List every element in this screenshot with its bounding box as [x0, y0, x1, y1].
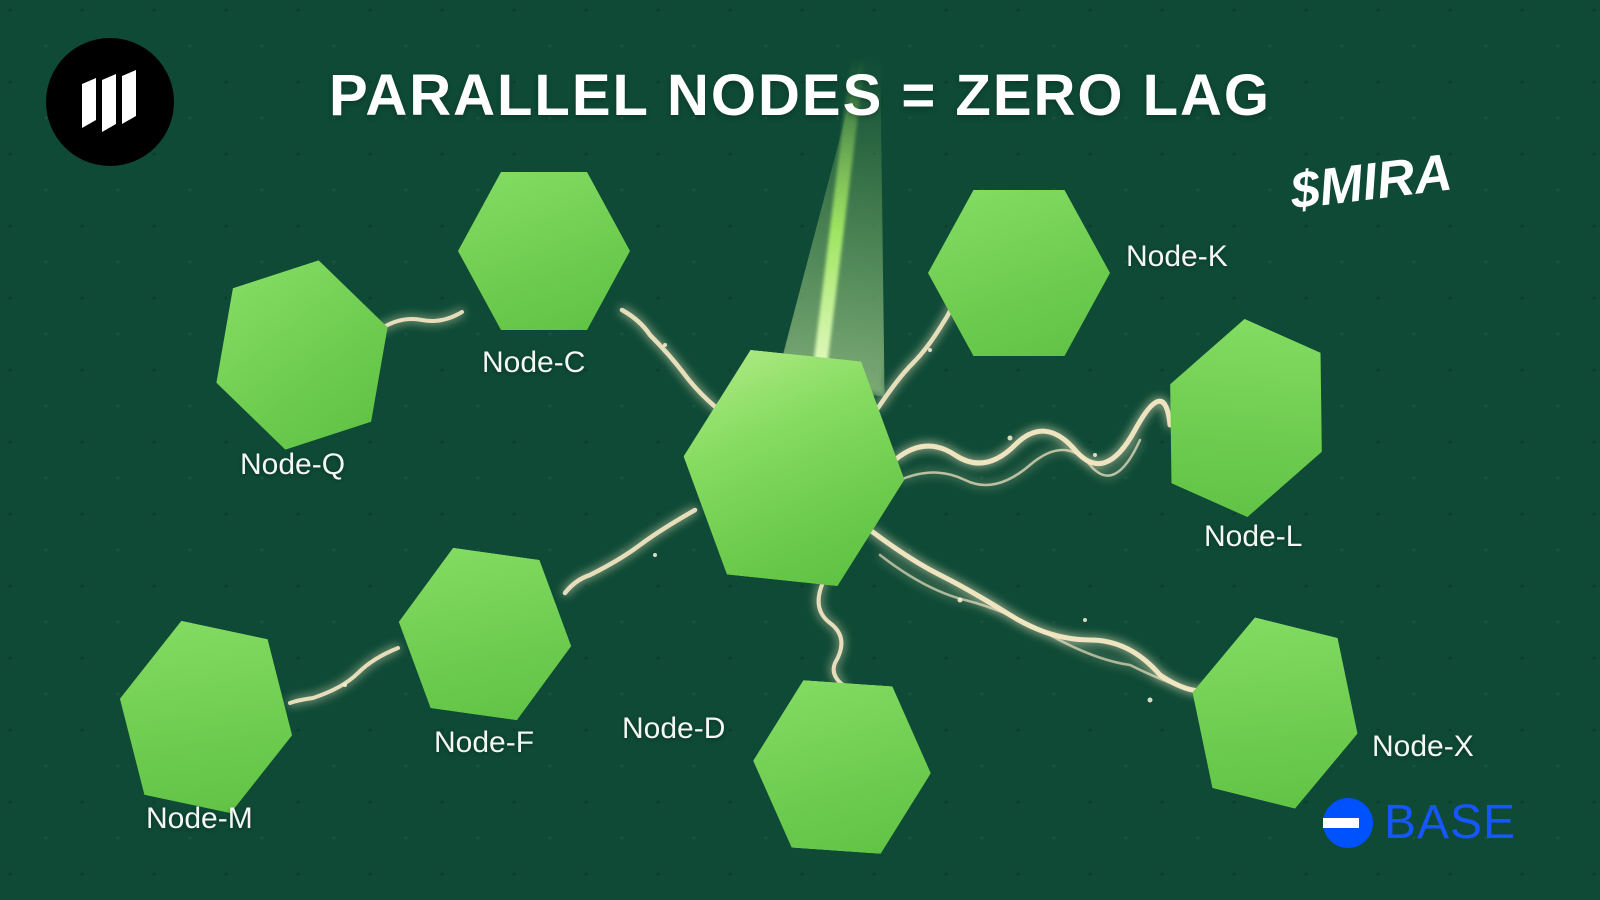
page-title: PARALLEL NODES = ZERO LAG [328, 63, 1272, 128]
mira-logo-icon [46, 38, 174, 166]
link-central-f [562, 507, 698, 596]
link-central-x [867, 527, 1213, 694]
base-logo-icon [1323, 797, 1373, 848]
node-label-x: Node-X [1372, 730, 1474, 763]
node-label-l: Node-L [1204, 520, 1303, 553]
node-label-f: Node-F [434, 726, 535, 759]
node-label-k: Node-K [1126, 240, 1228, 273]
link-central-c [619, 307, 728, 418]
base-brand: BASE [1322, 795, 1516, 850]
link-central-k [875, 300, 956, 411]
link-f-m [288, 646, 400, 705]
link-central-l-echo [898, 438, 1142, 487]
link-central-l [892, 398, 1173, 467]
node-label-d: Node-D [622, 712, 726, 745]
link-central-x-echo [878, 553, 1192, 692]
base-label: BASE [1384, 796, 1517, 849]
link-central-d [816, 576, 845, 687]
node-label-c: Node-C [482, 346, 586, 379]
node-label-q: Node-Q [240, 448, 346, 481]
node-label-m: Node-M [146, 802, 253, 835]
